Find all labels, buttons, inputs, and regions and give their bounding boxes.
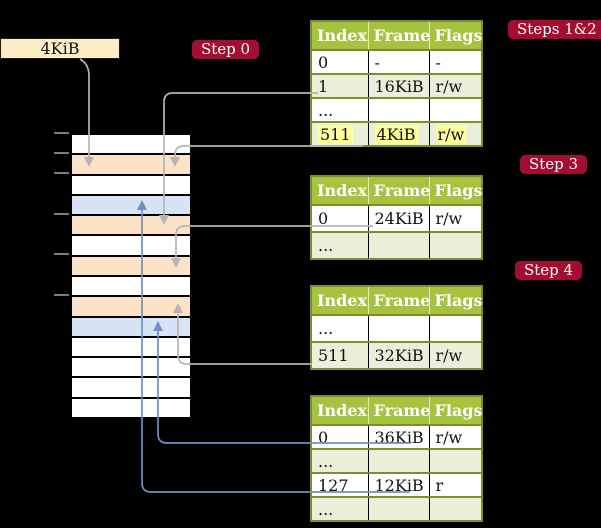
table-cell-page-table-steps-1-2-r1c0: 1	[311, 73, 368, 98]
memory-column	[70, 133, 192, 419]
memory-frame-11	[72, 356, 190, 377]
table-cell-page-table-steps-1-2-r0c2: -	[428, 49, 482, 74]
memory-frame-7	[72, 274, 190, 296]
table-cell-page-table-steps-1-2-r3c0: 511	[311, 121, 368, 146]
table-cell-page-table-step-4-r1c2: r/w	[428, 341, 482, 369]
table-cell-page-table-leaf-r3c2	[428, 496, 482, 521]
tick-mark-frame-6	[54, 253, 69, 256]
table-row: ...	[311, 231, 482, 259]
table-cell-page-table-step-3-r0c2: r/w	[428, 204, 482, 232]
highlighted-value: 511	[318, 124, 353, 144]
table-cell-page-table-leaf-r0c0: 0	[311, 424, 368, 449]
table-cell-page-table-step-4-r0c2	[428, 314, 482, 342]
memory-frame-6	[72, 254, 190, 275]
table-cell-page-table-step-4-r0c1	[367, 314, 429, 342]
highlighted-value: r/w	[435, 124, 467, 144]
memory-frame-0	[72, 135, 190, 154]
table-cell-page-table-step-3-r0c0: 0	[311, 204, 368, 232]
column-header-index: Index	[311, 21, 368, 50]
table-cell-page-table-leaf-r1c0: ...	[311, 448, 368, 473]
connector-step4-row-511-to-frame-32kib	[177, 312, 312, 365]
column-header-frame: Frame	[367, 396, 430, 425]
table-cell-page-table-leaf-r0c2: r/w	[428, 424, 482, 449]
frame-tick-marks	[54, 132, 70, 422]
badge-step-3: Step 3	[520, 155, 588, 174]
column-header-frame: Frame	[367, 21, 430, 50]
table-cell-page-table-leaf-r2c0: 127	[311, 472, 368, 497]
memory-frame-12	[72, 376, 190, 397]
table-cell-page-table-leaf-r2c2: r	[428, 472, 482, 497]
tick-mark-frame-2	[54, 172, 69, 175]
column-header-flags: Flags	[428, 286, 483, 315]
column-header-index: Index	[311, 286, 368, 315]
table-cell-page-table-steps-1-2-r2c1	[367, 97, 429, 122]
column-header-index: Index	[311, 396, 368, 425]
frame-address-label-box: 4KiB	[0, 38, 120, 59]
connector-root-row-511-to-frame-4kib	[174, 145, 363, 158]
memory-frame-9	[72, 315, 190, 336]
table-cell-page-table-leaf-r3c1	[367, 496, 429, 521]
column-header-flags: Flags	[428, 21, 483, 50]
table-cell-page-table-leaf-r0c1: 36KiB	[367, 424, 429, 449]
column-header-index: Index	[311, 176, 368, 205]
memory-frame-3	[72, 193, 190, 215]
table-cell-page-table-steps-1-2-r3c2: r/w	[428, 121, 482, 146]
column-header-flags: Flags	[428, 396, 483, 425]
table-cell-page-table-step-4-r1c1: 32KiB	[367, 341, 429, 369]
tick-mark-frame-1	[54, 152, 69, 155]
table-cell-page-table-leaf-r1c1	[367, 448, 429, 473]
table-cell-page-table-steps-1-2-r3c1: 4KiB	[367, 121, 429, 146]
memory-frame-4	[72, 214, 190, 235]
table-cell-page-table-step-4-r1c0: 511	[311, 341, 368, 369]
table-row: ...	[311, 97, 482, 122]
table-cell-page-table-steps-1-2-r1c2: r/w	[428, 73, 482, 98]
memory-frame-8	[72, 295, 190, 316]
tick-mark-frame-4	[54, 212, 69, 215]
table-cell-page-table-steps-1-2-r1c1: 16KiB	[367, 73, 429, 98]
memory-frame-10	[72, 335, 190, 357]
table-row: ...	[311, 314, 482, 342]
table-row: 0--	[311, 49, 482, 74]
table-row: 511 4KiB r/w	[311, 121, 482, 146]
table-cell-page-table-step-3-r0c1: 24KiB	[367, 204, 429, 232]
table-cell-page-table-leaf-r2c1: 12KiB	[367, 472, 429, 497]
memory-frame-13	[72, 396, 190, 417]
table-cell-page-table-steps-1-2-r2c2	[428, 97, 482, 122]
table-cell-page-table-steps-1-2-r2c0: ...	[311, 97, 368, 122]
highlighted-value: 4KiB	[374, 124, 418, 144]
badge-steps-1-2: Steps 1&2	[508, 20, 601, 39]
badge-step-4: Step 4	[515, 261, 583, 280]
table-cell-page-table-step-3-r1c2	[428, 231, 482, 259]
tick-mark-frame-0	[54, 132, 69, 134]
memory-frame-2	[72, 173, 190, 194]
tick-mark-frame-8	[54, 293, 69, 296]
badge-step-0: Step 0	[192, 40, 260, 59]
memory-frame-1	[72, 153, 190, 174]
table-cell-page-table-steps-1-2-r0c0: 0	[311, 49, 368, 74]
table-row: ...	[311, 496, 482, 521]
table-cell-page-table-step-3-r1c1	[367, 231, 429, 259]
table-cell-page-table-step-3-r1c0: ...	[311, 231, 368, 259]
table-cell-page-table-step-4-r0c0: ...	[311, 314, 368, 342]
table-row: ...	[311, 448, 482, 473]
table-cell-page-table-leaf-r1c2	[428, 448, 482, 473]
frame-address-label: 4KiB	[40, 39, 80, 58]
table-cell-page-table-leaf-r3c0: ...	[311, 496, 368, 521]
table-cell-page-table-steps-1-2-r0c1: -	[367, 49, 429, 74]
column-header-flags: Flags	[428, 176, 483, 205]
memory-frame-5	[72, 234, 190, 255]
column-header-frame: Frame	[367, 286, 430, 315]
column-header-frame: Frame	[367, 176, 430, 205]
